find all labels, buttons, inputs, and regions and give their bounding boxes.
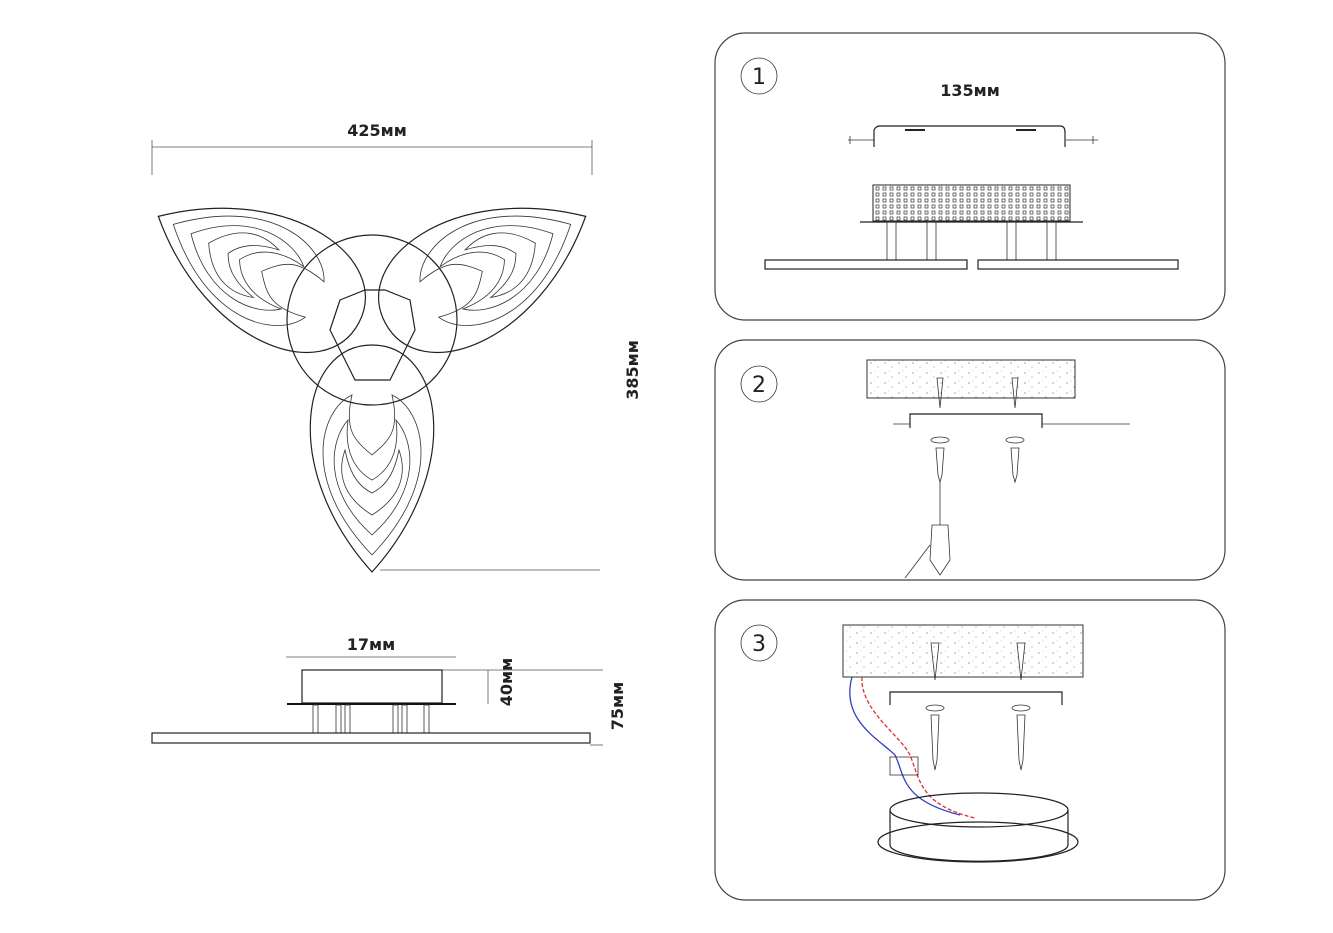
petal-right — [355, 161, 616, 379]
screwdriver-hand-icon — [904, 482, 951, 579]
step-1-panel: 1 135мм — [714, 32, 1226, 321]
wall-plugs — [936, 377, 1019, 409]
mounting-bracket — [873, 125, 1066, 147]
step-2-badge — [740, 365, 778, 403]
lamp-plate-right — [977, 259, 1179, 270]
height-label: 385мм — [623, 340, 642, 400]
lamp-base-plate — [877, 821, 1079, 863]
wall-plugs — [930, 642, 1026, 681]
standoff-posts — [312, 704, 430, 734]
step-3-badge — [740, 624, 778, 662]
driver-canopy — [889, 810, 1069, 862]
mounting-bracket — [909, 413, 1043, 428]
screws-icon — [935, 447, 1020, 484]
screws-icon — [930, 714, 1026, 771]
step-3-number: 3 — [752, 632, 766, 657]
body-height-label: 40мм — [497, 658, 516, 706]
width-label: 425мм — [347, 121, 407, 140]
body-width-label: 17мм — [347, 635, 395, 654]
screw-left-icon — [848, 136, 874, 144]
step-1-number: 1 — [752, 65, 766, 90]
petal-left — [128, 161, 389, 379]
step-1-frame — [714, 32, 1226, 321]
step-3-panel: 3 — [714, 599, 1226, 901]
lamp-side-view: 17мм 40мм 75мм — [151, 635, 627, 746]
wire-neutral — [849, 676, 961, 816]
screw-right-icon — [1066, 136, 1098, 144]
step-2-number: 2 — [752, 373, 766, 398]
mounting-bracket — [889, 691, 1063, 705]
perforated-driver-box — [872, 184, 1071, 222]
ceiling — [866, 359, 1076, 399]
canopy-ring — [286, 234, 458, 406]
step-2-panel: 2 — [714, 339, 1226, 581]
lamp-center-hub — [329, 289, 416, 381]
lamp-plate-left — [764, 259, 968, 270]
wire-live — [861, 676, 976, 819]
petal-bottom — [309, 344, 435, 573]
lamp-top-view: 425мм 385мм — [128, 121, 642, 573]
lamp-panel-side — [151, 732, 591, 744]
step-1-badge — [740, 57, 778, 95]
bracket-width-label: 135мм — [940, 81, 1000, 100]
ceiling — [842, 624, 1084, 678]
lamp-body — [301, 669, 443, 704]
step-2-frame — [714, 339, 1226, 581]
total-height-label: 75мм — [608, 682, 627, 730]
terminal-block — [889, 756, 919, 776]
